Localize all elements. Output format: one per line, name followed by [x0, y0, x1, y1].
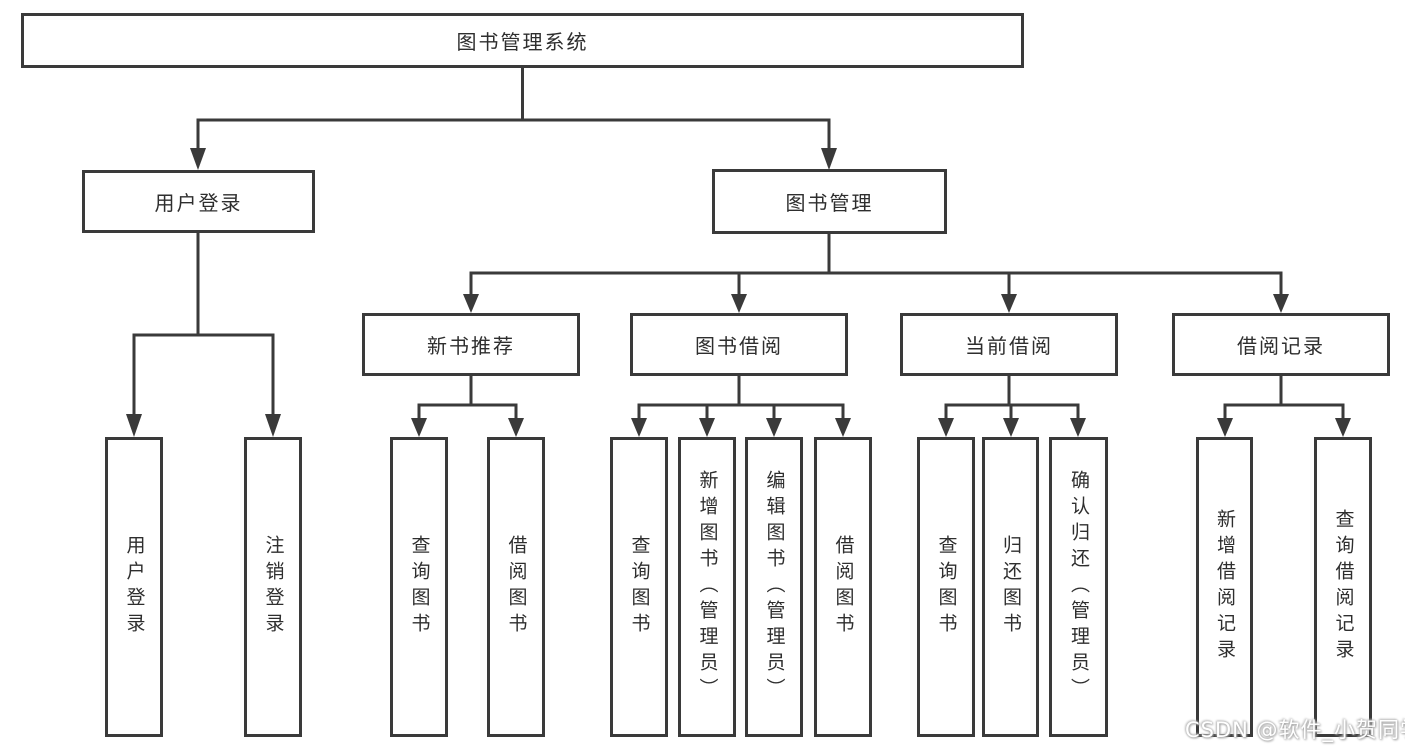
leaf-borrow-books-recommend: 借阅图书	[487, 437, 545, 737]
node-label: 查询图书	[935, 535, 958, 639]
leaf-query-books-current: 查询图书	[917, 437, 975, 737]
leaf-edit-books-admin: 编辑图书（管理员）	[745, 437, 803, 737]
leaf-borrow-books: 借阅图书	[814, 437, 872, 737]
leaf-query-books-borrow: 查询图书	[610, 437, 668, 737]
node-book-borrowing: 图书借阅	[630, 313, 848, 376]
node-label: 用户登录	[154, 191, 243, 215]
leaf-query-books-recommend: 查询图书	[390, 437, 448, 737]
node-label: 图书借阅	[695, 334, 783, 358]
leaf-return-books: 归还图书	[982, 437, 1039, 737]
node-label: 查询图书	[628, 535, 651, 639]
node-label: 查询图书	[408, 535, 431, 639]
leaf-confirm-return-admin: 确认归还（管理员）	[1049, 437, 1108, 737]
node-label: 查询借阅记录	[1332, 509, 1355, 665]
node-label: 借阅图书	[505, 535, 528, 639]
node-label: 借阅记录	[1237, 334, 1325, 358]
node-label: 当前借阅	[965, 334, 1053, 358]
leaf-user-login: 用户登录	[105, 437, 163, 737]
node-new-book-recommend: 新书推荐	[362, 313, 580, 376]
node-borrowing-records: 借阅记录	[1172, 313, 1390, 376]
node-user-login: 用户登录	[82, 170, 315, 233]
node-label: 归还图书	[1000, 535, 1022, 639]
leaf-add-borrow-record: 新增借阅记录	[1196, 437, 1253, 737]
leaf-logout: 注销登录	[244, 437, 302, 737]
node-current-borrowing: 当前借阅	[900, 313, 1118, 376]
leaf-add-books-admin: 新增图书（管理员）	[678, 437, 736, 737]
node-label: 新书推荐	[427, 334, 515, 358]
node-label: 新增借阅记录	[1214, 509, 1236, 665]
node-book-management: 图书管理	[712, 169, 947, 234]
node-label: 新增图书（管理员）	[696, 470, 719, 704]
leaf-query-borrow-record: 查询借阅记录	[1314, 437, 1372, 737]
node-label: 图书管理系统	[456, 30, 589, 54]
node-root-system: 图书管理系统	[21, 13, 1024, 68]
node-label: 注销登录	[262, 535, 285, 639]
node-label: 借阅图书	[832, 535, 855, 639]
node-label: 确认归还（管理员）	[1068, 470, 1090, 704]
node-label: 编辑图书（管理员）	[763, 470, 786, 704]
node-label: 用户登录	[123, 535, 146, 639]
node-label: 图书管理	[785, 191, 874, 215]
csdn-watermark: CSDN @软件_小贺同学	[1185, 718, 1405, 742]
